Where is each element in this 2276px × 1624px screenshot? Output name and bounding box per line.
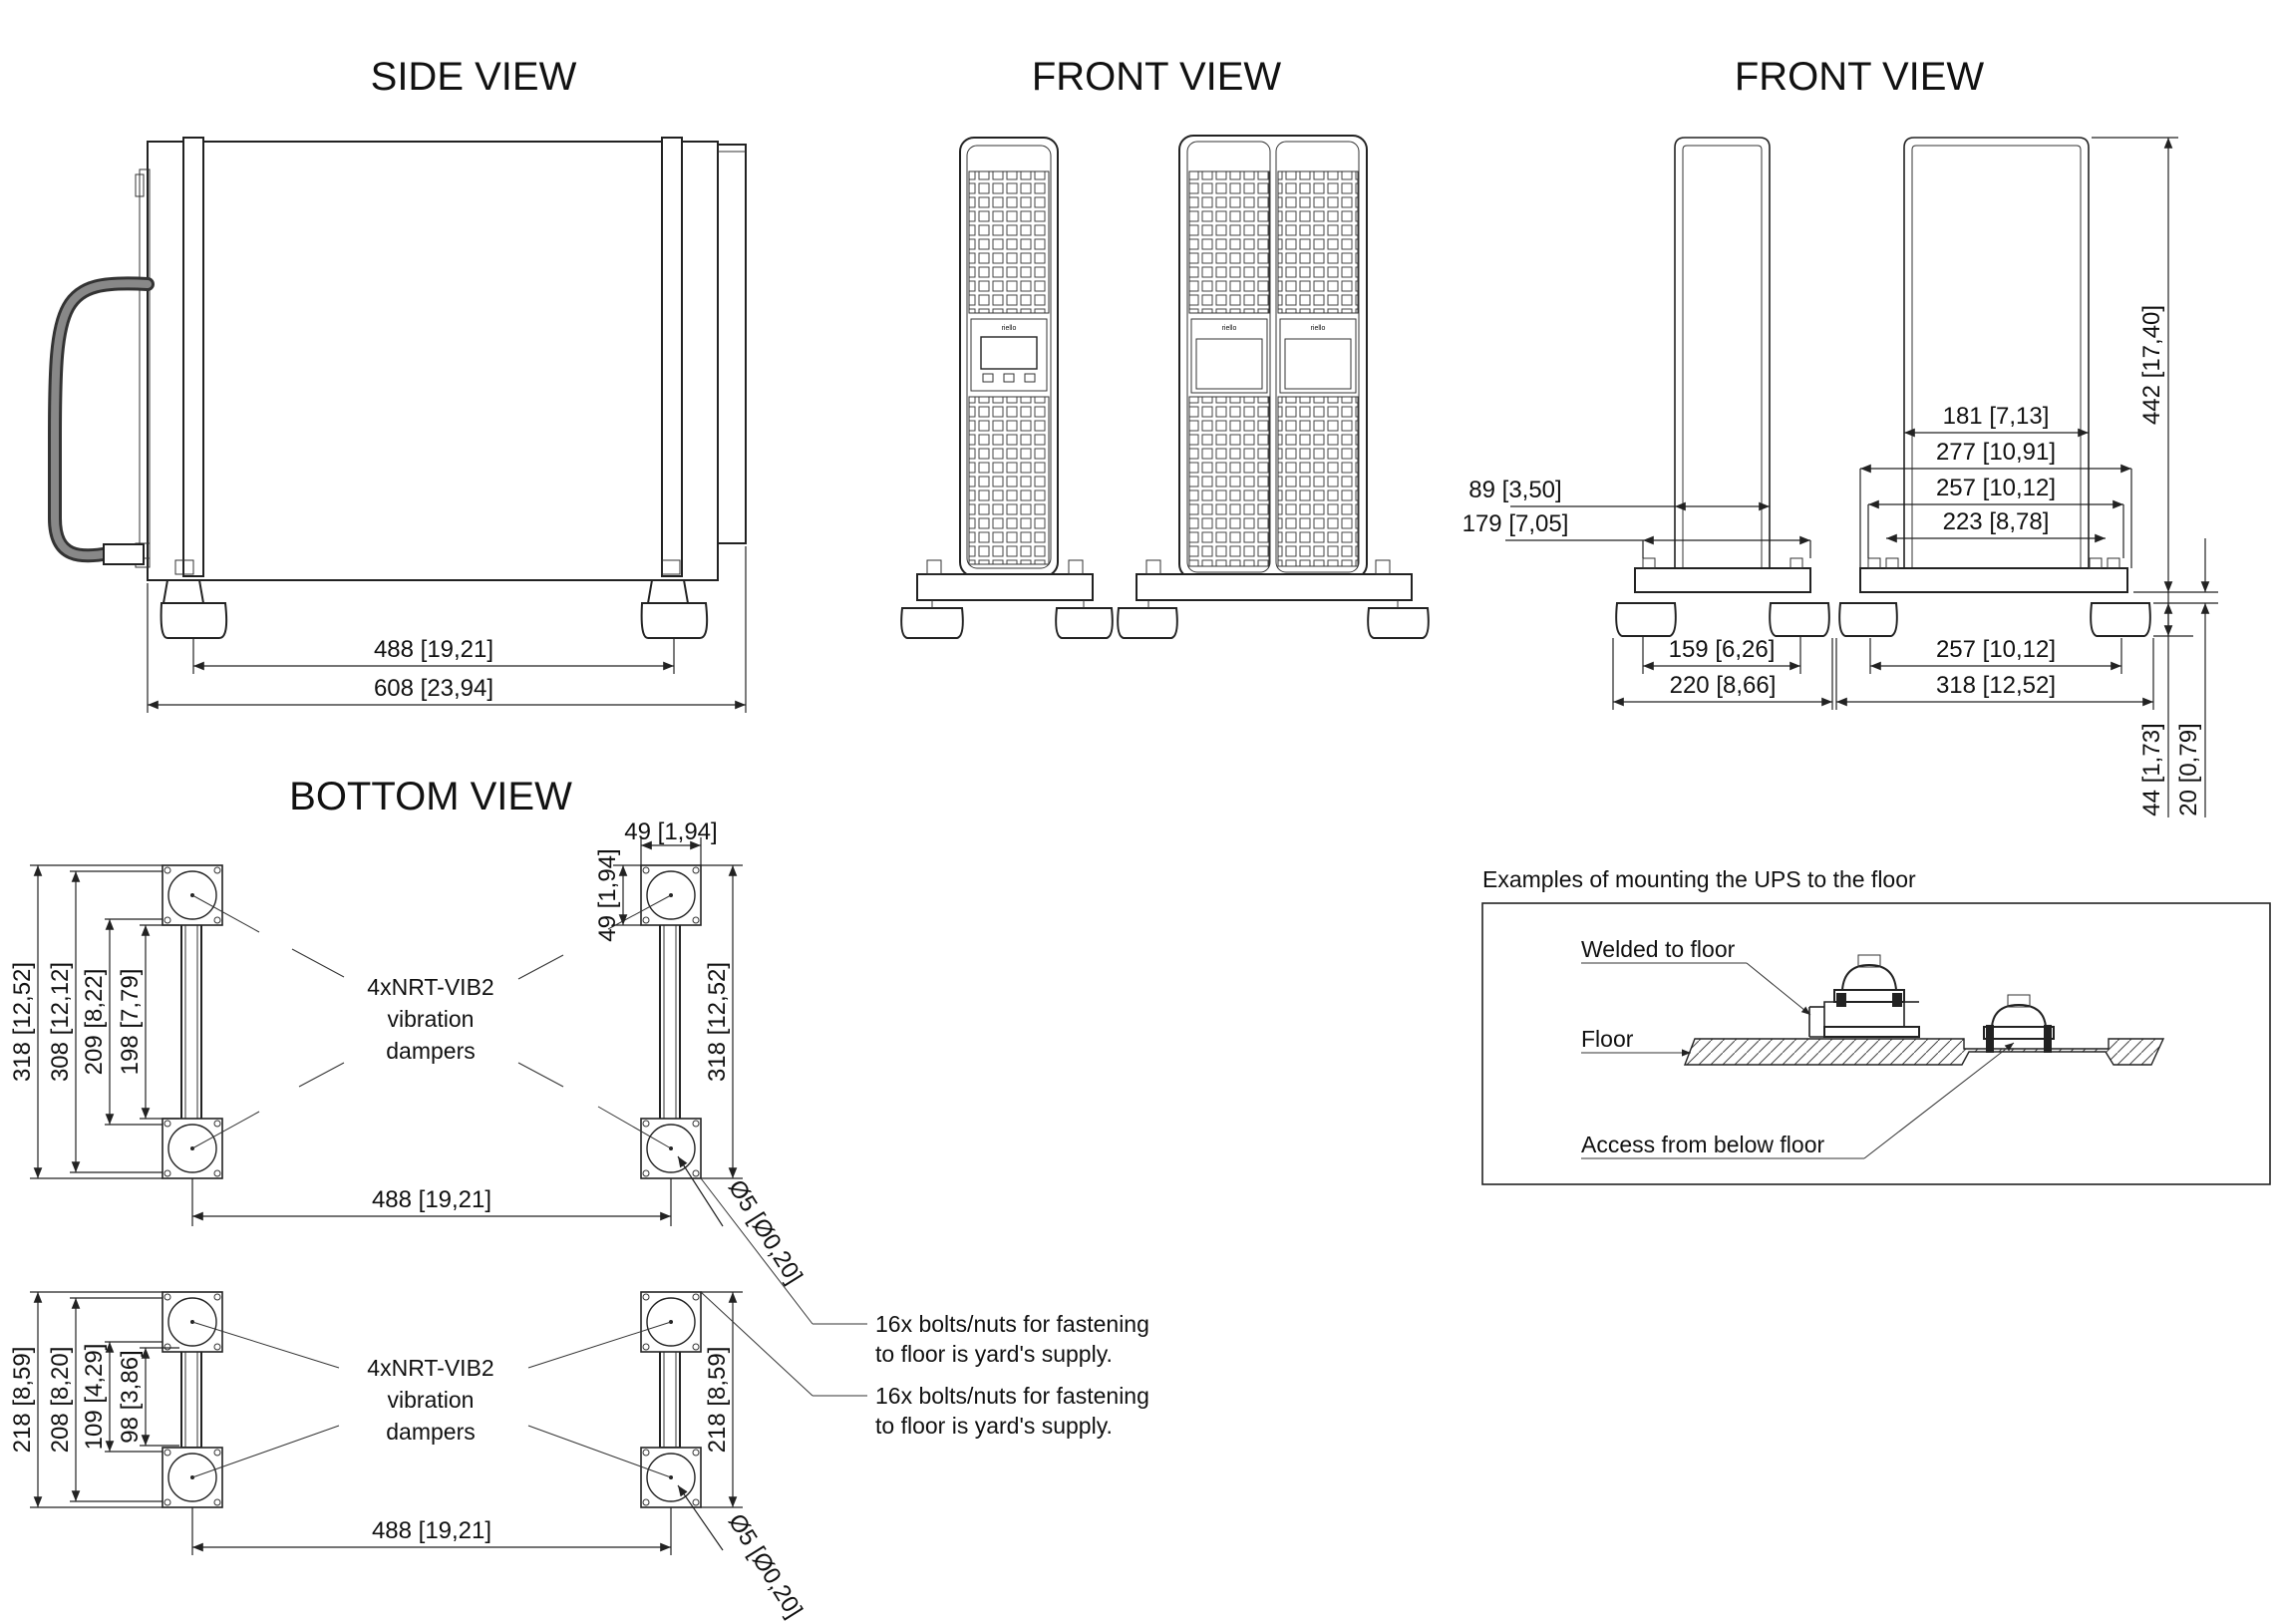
bolted-damper — [1990, 1003, 2048, 1028]
front-view-brackets: 89 [3,50] 179 [7,05] 159 [6,26] 220 [8,6… — [1463, 137, 2218, 817]
damper-label-upper-1: 4xNRT-VIB2 — [367, 974, 493, 1000]
dim-44: 44 [1,73] — [2138, 723, 2165, 815]
panel-button-3 — [1024, 373, 1036, 383]
brand-logo-single: riello — [1002, 325, 1017, 332]
dim-hole-upper: Ø5 [Ø0,20] — [723, 1175, 808, 1289]
side-view-title: SIDE VIEW — [371, 55, 577, 99]
dim-209: 209 [8,22] — [81, 969, 108, 1076]
damper-label-upper-3: dampers — [386, 1038, 475, 1064]
dim-220: 220 [8,66] — [1670, 672, 1777, 699]
damper-label-lower-1: 4xNRT-VIB2 — [367, 1355, 493, 1381]
dim-442: 442 [17,40] — [2138, 305, 2165, 425]
dim-318-right: 318 [12,52] — [704, 962, 731, 1082]
mounting-examples: Examples of mounting the UPS to the floo… — [1481, 866, 2271, 1185]
dim-208: 208 [8,20] — [47, 1347, 74, 1454]
side-cabinet — [147, 141, 719, 581]
front-damper-2 — [1055, 607, 1114, 639]
dim-257-bottom: 257 [10,12] — [1936, 636, 2056, 663]
side-damper-right — [640, 602, 709, 639]
bolts-note-2-line-1: 16x bolts/nuts for fastening — [875, 1383, 1149, 1409]
brand-logo-right: riello — [1311, 325, 1326, 332]
dim-488-bottom-lower: 488 [19,21] — [372, 1517, 491, 1544]
front-view-dimensioned-title: FRONT VIEW — [1735, 55, 1985, 99]
bottom-view-title: BOTTOM VIEW — [289, 775, 572, 818]
dim-277: 277 [10,91] — [1936, 439, 2056, 466]
front-damper-3 — [1117, 607, 1178, 639]
side-bracket-right — [661, 137, 683, 577]
dim-98: 98 [3,86] — [117, 1350, 144, 1443]
damper-label-upper-2: vibration — [388, 1006, 475, 1032]
brand-logo-left: riello — [1222, 325, 1237, 332]
front-damper-4 — [1367, 607, 1430, 639]
front-damper-1 — [900, 607, 964, 639]
dim-218-left: 218 [8,59] — [9, 1347, 36, 1454]
bracket-small — [1674, 137, 1771, 568]
damper-label-lower-2: vibration — [388, 1387, 475, 1413]
welded-label: Welded to floor — [1581, 936, 1736, 962]
dim-179: 179 [7,05] — [1463, 510, 1569, 537]
bottom-view-lower: 4xNRT-VIB2 vibration dampers 218 [8,59] … — [9, 1291, 867, 1623]
side-dim-608: 608 [23,94] — [374, 675, 493, 702]
front-view-title: FRONT VIEW — [1032, 55, 1282, 99]
dim-318: 318 [12,52] — [1936, 672, 2056, 699]
dim-488-bottom-upper: 488 [19,21] — [372, 1186, 491, 1213]
front-view: riello riello riello — [900, 135, 1430, 639]
dim-257-top: 257 [10,12] — [1936, 475, 2056, 501]
dim-159: 159 [6,26] — [1669, 636, 1776, 663]
side-bracket-left — [182, 137, 204, 577]
bracket-large — [1903, 137, 2090, 568]
dim-318-left: 318 [12,52] — [9, 962, 36, 1082]
dim-89: 89 [3,50] — [1468, 477, 1561, 503]
panel-button-1 — [982, 373, 994, 383]
bolts-note-2-line-2: to floor is yard's supply. — [875, 1413, 1113, 1439]
dim-49-top: 49 [1,94] — [624, 818, 717, 845]
dim-223: 223 [8,78] — [1943, 508, 2050, 535]
mounting-title: Examples of mounting the UPS to the floo… — [1482, 866, 1916, 892]
front-display-panel — [970, 318, 1048, 392]
floor-label: Floor — [1581, 1026, 1634, 1052]
panel-button-2 — [1003, 373, 1015, 383]
side-view: 488 [19,21] 608 [23,94] — [48, 137, 747, 713]
bolts-note-1-line-2: to floor is yard's supply. — [875, 1341, 1113, 1367]
access-label: Access from below floor — [1581, 1132, 1824, 1157]
side-dim-488: 488 [19,21] — [374, 636, 493, 663]
dim-hole-lower: Ø5 [Ø0,20] — [723, 1509, 808, 1623]
side-damper-left — [160, 602, 228, 639]
dim-181: 181 [7,13] — [1943, 403, 2050, 430]
welded-damper — [1840, 963, 1898, 991]
dim-109: 109 [4,29] — [81, 1344, 108, 1451]
bolts-note-1-line-1: 16x bolts/nuts for fastening — [875, 1311, 1149, 1337]
floor-section — [1683, 1038, 2165, 1066]
damper-label-lower-3: dampers — [386, 1419, 475, 1445]
dim-49-side: 49 [1,94] — [594, 848, 621, 941]
dim-198: 198 [7,79] — [117, 969, 144, 1076]
dim-20: 20 [0,79] — [2175, 723, 2202, 815]
bottom-view-upper: 4xNRT-VIB2 vibration dampers 318 [12,52]… — [9, 818, 867, 1325]
side-rear-panel — [717, 144, 747, 544]
dim-218-right: 218 [8,59] — [704, 1347, 731, 1454]
dim-308: 308 [12,12] — [47, 962, 74, 1082]
lcd-screen — [980, 336, 1038, 370]
side-cable — [48, 276, 155, 563]
